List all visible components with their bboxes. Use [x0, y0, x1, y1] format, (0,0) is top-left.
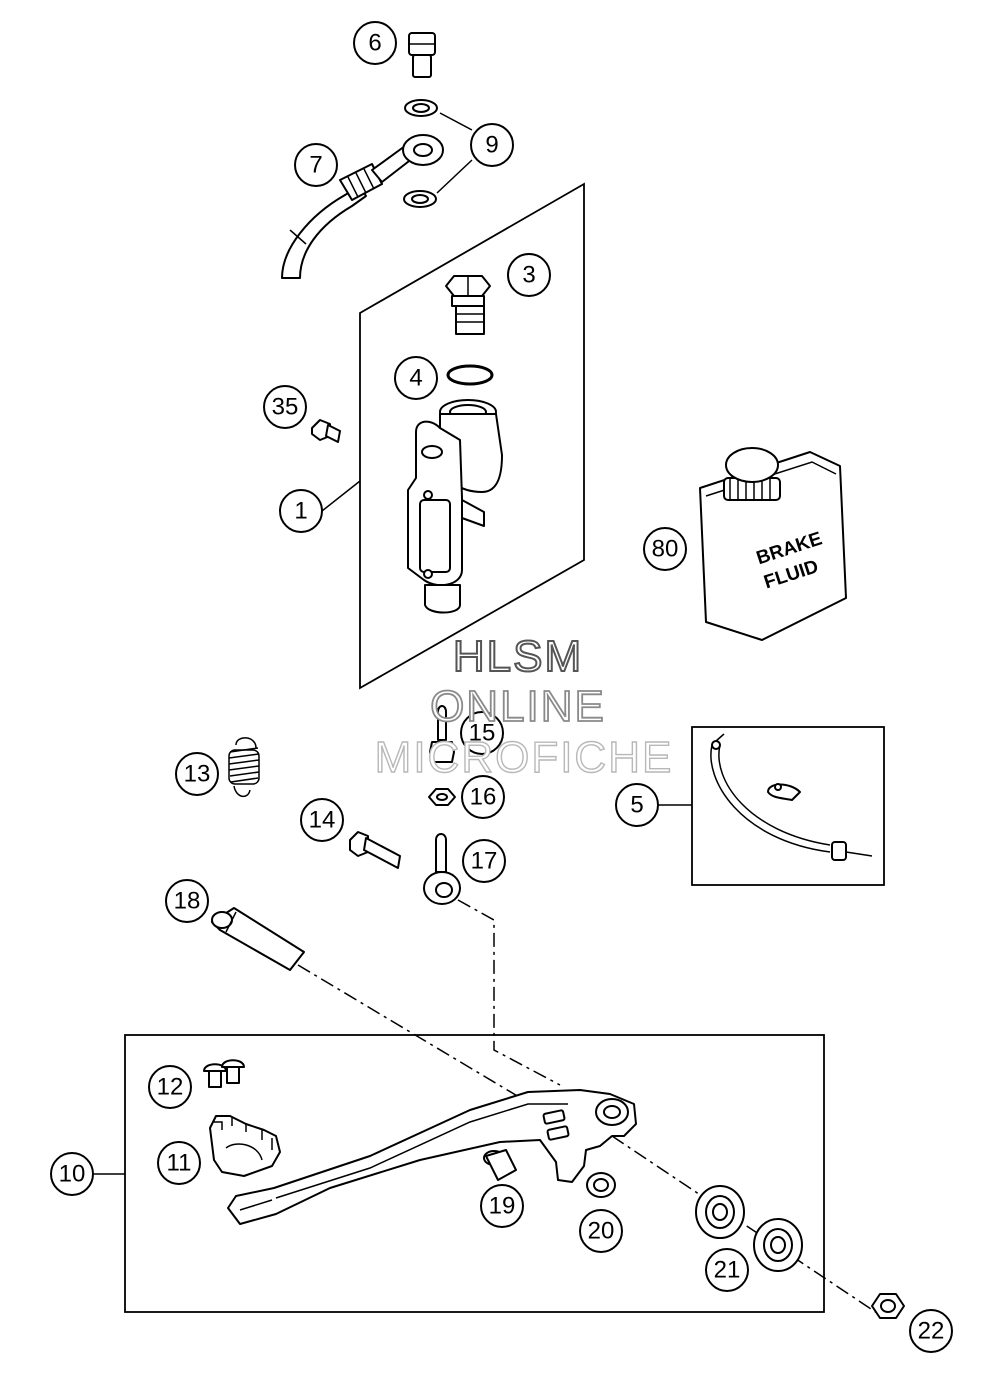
watermark-line-3: MICROFICHE — [374, 732, 674, 782]
callout-label: 21 — [714, 1257, 741, 1284]
callout-label: 80 — [652, 536, 679, 563]
callout-label: 19 — [489, 1193, 516, 1220]
callout-label: 14 — [309, 807, 336, 834]
master-cylinder-group-box — [359, 182, 585, 690]
brake-fluid-bottle-part: BRAKE FLUID — [699, 447, 847, 641]
pin-part — [211, 907, 305, 971]
callout-label: 16 — [470, 784, 497, 811]
callout-label: 7 — [309, 152, 322, 179]
callout-20[interactable]: 20 — [579, 1209, 623, 1253]
callout-label: 11 — [167, 1150, 192, 1177]
foot-brake-lever-part — [227, 1089, 637, 1225]
callout-label: 18 — [174, 888, 201, 915]
callout-label: 6 — [368, 30, 381, 57]
assembly-axes — [297, 899, 881, 1316]
clevis-part — [423, 833, 461, 905]
bolt-part — [311, 419, 341, 443]
step-plate-part — [209, 1115, 281, 1177]
watermark-line-1: HLSM — [452, 631, 584, 682]
callout-16[interactable]: 16 — [461, 775, 505, 819]
callout-label: 10 — [59, 1161, 86, 1188]
watermark-line-2: ONLINE — [429, 681, 606, 732]
callout-label: 5 — [630, 792, 643, 819]
master-cylinder-part — [407, 399, 503, 614]
callout-1[interactable]: 1 — [279, 489, 323, 533]
hose-detail-box — [691, 726, 885, 886]
callout-10[interactable]: 10 — [50, 1152, 94, 1196]
callout-19[interactable]: 19 — [480, 1184, 524, 1228]
brake-hose-part — [281, 134, 444, 279]
callout-80[interactable]: 80 — [643, 527, 687, 571]
collar-nut-part — [871, 1293, 905, 1319]
callout-18[interactable]: 18 — [165, 879, 209, 923]
sealing-ring-parts — [403, 99, 438, 208]
callout-5[interactable]: 5 — [615, 783, 659, 827]
hose-detail-part — [710, 733, 873, 861]
callout-label: 22 — [918, 1318, 945, 1345]
callout-label: 3 — [522, 262, 535, 289]
callout-17[interactable]: 17 — [462, 839, 506, 883]
callout-9[interactable]: 9 — [470, 123, 514, 167]
pivot-bolt-part — [349, 831, 401, 869]
callout-35[interactable]: 35 — [263, 385, 307, 429]
stop-bolt-part — [483, 1149, 517, 1181]
callout-label: 15 — [469, 720, 496, 747]
callout-13[interactable]: 13 — [175, 752, 219, 796]
callout-6[interactable]: 6 — [353, 21, 397, 65]
callout-label: 4 — [409, 365, 422, 392]
bearing-parts — [695, 1185, 803, 1272]
callout-label: 9 — [485, 132, 498, 159]
callout-11[interactable]: 11 — [157, 1141, 201, 1185]
callout-21[interactable]: 21 — [705, 1248, 749, 1292]
callout-22[interactable]: 22 — [909, 1309, 953, 1353]
callout-4[interactable]: 4 — [394, 356, 438, 400]
banjo-bolt-part — [408, 32, 436, 78]
o-ring-part — [446, 364, 494, 386]
callout-label: 12 — [157, 1074, 184, 1101]
bush-part — [586, 1172, 616, 1198]
reservoir-fitting-part — [445, 275, 491, 335]
callout-label: 1 — [294, 498, 307, 525]
nut-part — [428, 788, 456, 806]
callout-label: 17 — [471, 848, 498, 875]
screw-parts — [203, 1059, 245, 1088]
callout-15[interactable]: 15 — [460, 711, 504, 755]
callout-14[interactable]: 14 — [300, 798, 344, 842]
callout-3[interactable]: 3 — [507, 253, 551, 297]
callout-label: 35 — [272, 394, 299, 421]
return-spring-part — [228, 737, 260, 798]
leader-lines — [92, 112, 692, 1175]
callout-7[interactable]: 7 — [294, 143, 338, 187]
callout-label: 13 — [184, 761, 211, 788]
fitting-part — [429, 705, 455, 763]
callout-label: 20 — [588, 1218, 615, 1245]
callout-12[interactable]: 12 — [148, 1065, 192, 1109]
